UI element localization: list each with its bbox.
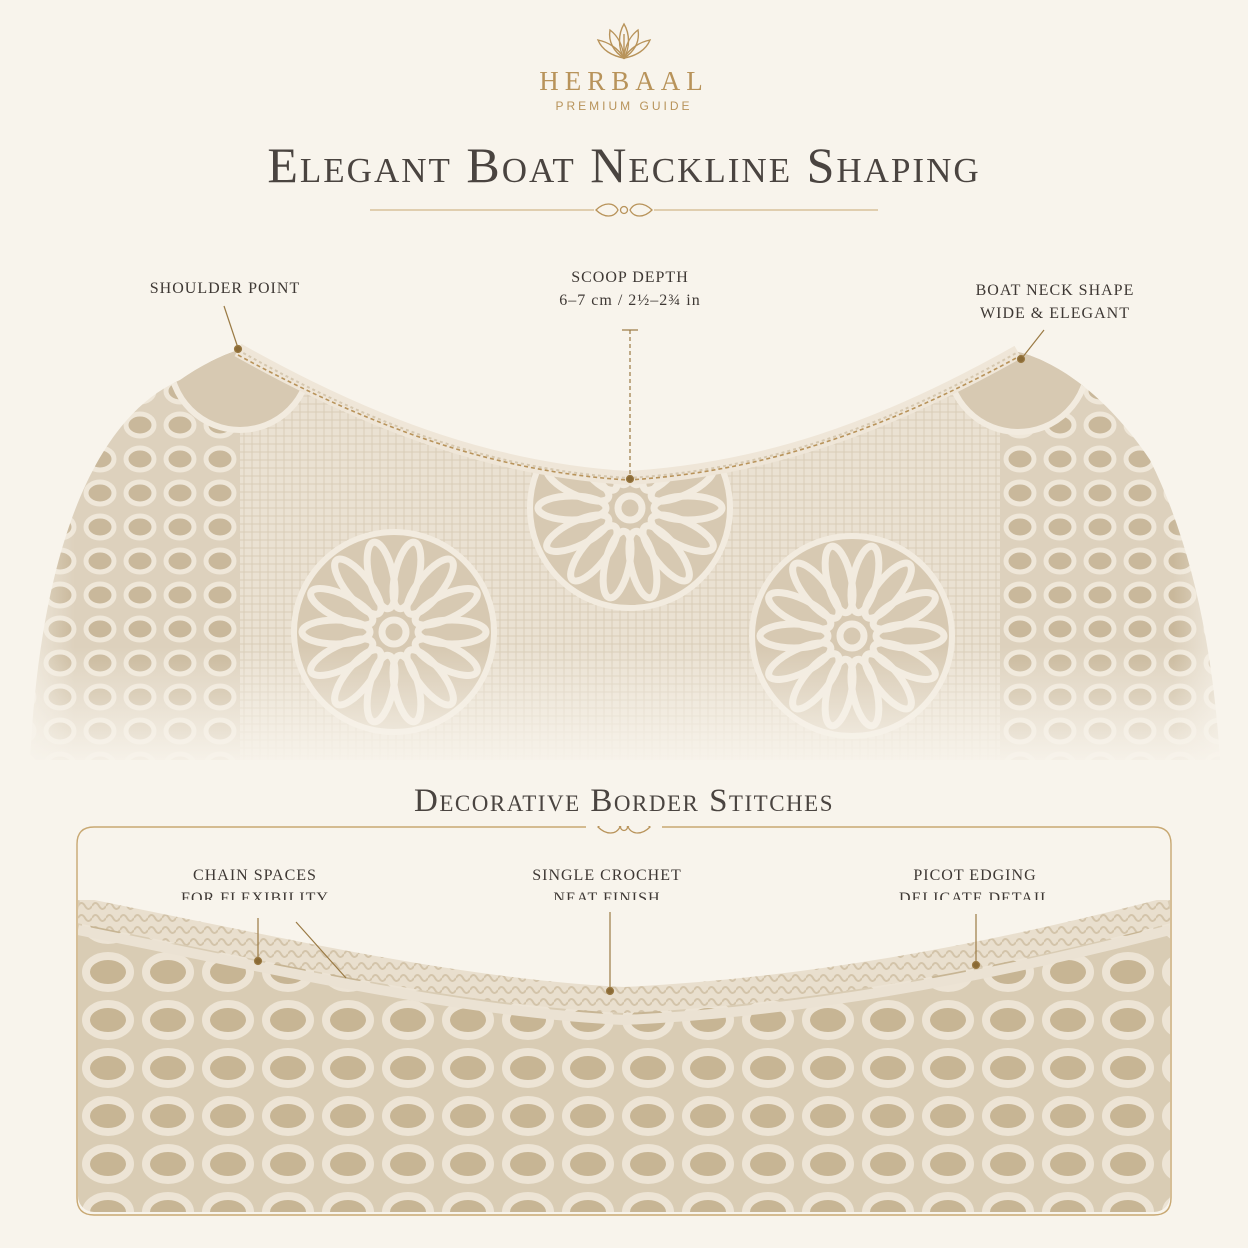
lotus-leaf-icon <box>596 22 652 60</box>
scoop-depth-label: SCOOP DEPTH 6–7 cm / 2½–2¾ in <box>480 266 780 312</box>
border-closeup-image <box>78 900 1170 1212</box>
brand-tagline: PREMIUM GUIDE <box>555 99 693 113</box>
garment-neckline-image <box>0 330 1248 770</box>
scoop-depth-title: SCOOP DEPTH <box>571 269 689 286</box>
shoulder-point-label: SHOULDER POINT <box>100 277 350 300</box>
scoop-depth-value: 6–7 cm / 2½–2¾ in <box>559 292 701 309</box>
chain-spaces-line1: CHAIN SPACES <box>193 867 317 884</box>
shoulder-point-text: SHOULDER POINT <box>149 280 301 297</box>
section-title: Decorative Border Stitches <box>414 783 834 819</box>
section-frame <box>76 826 1172 1216</box>
picot-edging-line1: PICOT EDGING <box>913 867 1037 884</box>
page-title: Elegant Boat Neckline Shaping <box>267 137 981 193</box>
boat-neck-label: BOAT NECK SHAPE WIDE & ELEGANT <box>930 279 1180 325</box>
boat-neck-line2: WIDE & ELEGANT <box>980 305 1130 322</box>
ornament-divider-icon <box>370 203 878 217</box>
boat-neck-line1: BOAT NECK SHAPE <box>975 282 1135 299</box>
single-crochet-line1: SINGLE CROCHET <box>532 867 682 884</box>
brand-name: HERBAAL <box>539 66 709 96</box>
